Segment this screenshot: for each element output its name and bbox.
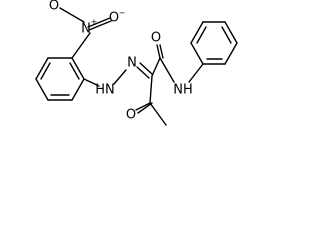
chemical-structure-diagram: O N + O − HN N O NH O <box>35 0 238 126</box>
atom-ketone-oxygen: O <box>126 108 136 123</box>
central-chain-bonds <box>135 44 175 126</box>
nitro-group-bonds <box>59 7 112 59</box>
atom-hydrazo-n: N <box>127 56 137 71</box>
phenyl-ring <box>188 21 238 83</box>
atom-nitro-oxygen-left: O <box>109 11 119 26</box>
atom-nitro-nitrogen: N <box>81 22 91 37</box>
atom-hydrazo-nh: HN <box>95 83 115 98</box>
atom-nitro-oxygen-top: O <box>49 0 59 14</box>
atom-labels: O N + O − HN N O NH O <box>49 0 193 123</box>
atom-amide-oxygen: O <box>151 31 161 46</box>
hydrazone-bonds <box>83 62 153 87</box>
atom-amide-nh: NH <box>173 83 193 98</box>
nitrophenyl-ring <box>35 57 85 101</box>
atom-nitro-nitrogen-charge: + <box>91 18 98 27</box>
atom-nitro-oxygen-charge: − <box>119 9 126 18</box>
